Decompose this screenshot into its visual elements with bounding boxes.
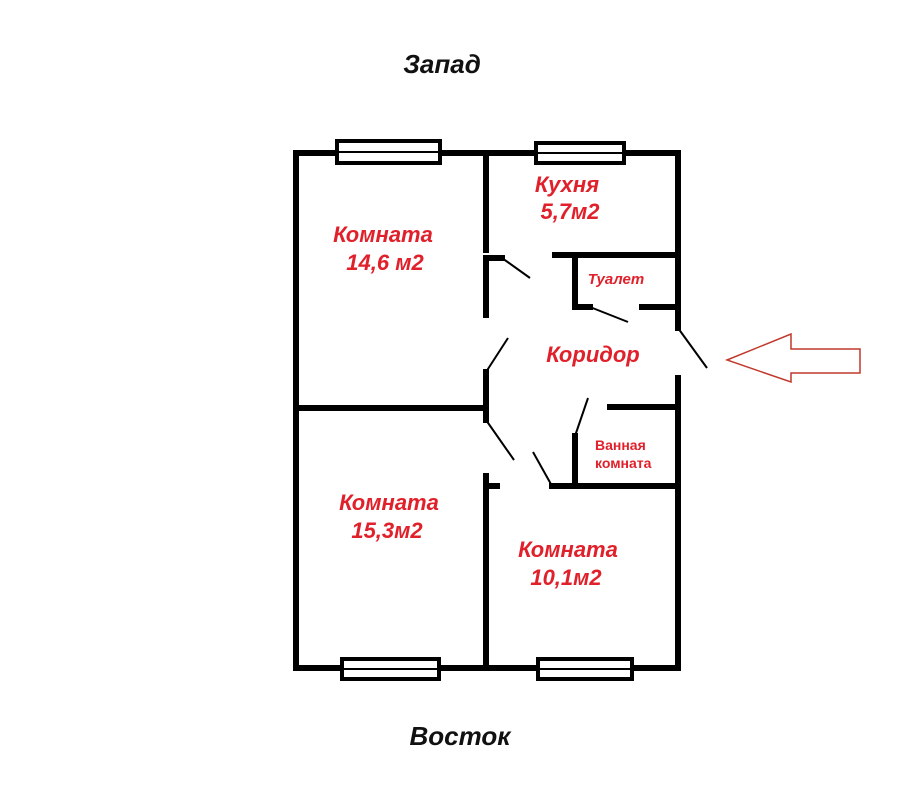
compass-east-label: Восток bbox=[410, 721, 513, 751]
room1-name: Комната bbox=[333, 222, 433, 247]
window-room1 bbox=[335, 139, 442, 165]
bathroom-name-line1: Ванная bbox=[595, 437, 646, 453]
doors bbox=[485, 257, 708, 487]
door-kitchen bbox=[501, 257, 531, 279]
corridor-name: Коридор bbox=[546, 342, 639, 367]
window-kitchen bbox=[534, 141, 626, 165]
room1-area: 14,6 м2 bbox=[346, 250, 424, 275]
room3-area: 10,1м2 bbox=[530, 565, 602, 590]
bathroom-name-line2: комната bbox=[595, 455, 652, 471]
room2-name: Комната bbox=[339, 490, 439, 515]
window-room2 bbox=[340, 657, 441, 681]
kitchen-area: 5,7м2 bbox=[540, 199, 600, 224]
toilet-name: Туалет bbox=[588, 271, 644, 288]
kitchen-name: Кухня bbox=[535, 172, 599, 197]
room-labels: Комната 14,6 м2 Кухня 5,7м2 Туалет Корид… bbox=[333, 172, 652, 590]
room3-name: Комната bbox=[518, 537, 618, 562]
compass-west-label: Запад bbox=[403, 49, 481, 79]
door-room1 bbox=[485, 337, 509, 373]
door-toilet bbox=[589, 306, 629, 323]
arrow-left-icon bbox=[724, 332, 861, 384]
interior-walls bbox=[293, 150, 681, 671]
window-room3 bbox=[536, 657, 634, 681]
door-bathroom bbox=[574, 397, 589, 437]
room2-area: 15,3м2 bbox=[351, 518, 423, 543]
windows bbox=[335, 139, 634, 681]
door-room3 bbox=[532, 451, 553, 487]
door-room2 bbox=[485, 419, 515, 461]
door-entrance bbox=[677, 327, 708, 369]
